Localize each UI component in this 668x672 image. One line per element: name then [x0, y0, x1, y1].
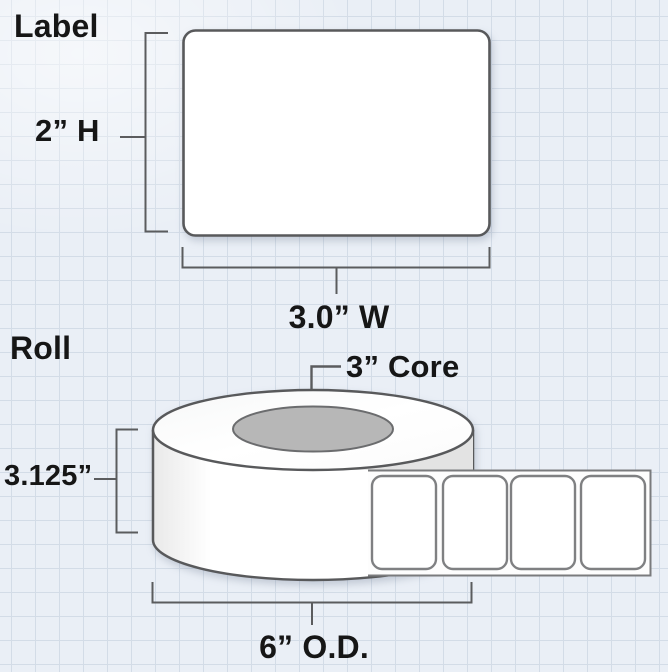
roll-width-bracket — [94, 428, 138, 534]
outer-diameter-bracket — [151, 582, 473, 625]
roll-side-shade — [313, 430, 473, 470]
roll-width-dimension: 3.125” — [4, 460, 93, 492]
label-width-dimension: 3.0” W — [288, 299, 390, 335]
label-width-bracket — [181, 247, 491, 294]
strip-sticker-3 — [509, 474, 577, 571]
roll-core — [232, 405, 394, 453]
strip-sticker-2 — [441, 474, 509, 571]
label-strip — [368, 469, 652, 577]
label-section-heading: Label — [14, 8, 99, 44]
label-height-dimension: 2” H — [35, 113, 100, 148]
label-shape — [182, 29, 491, 237]
strip-sticker-1 — [370, 474, 438, 571]
core-dimension: 3” Core — [346, 349, 460, 384]
roll-section-heading: Roll — [10, 330, 72, 366]
label-height-bracket — [120, 32, 168, 233]
outer-diameter-dimension: 6” O.D. — [259, 629, 369, 665]
strip-sticker-4 — [579, 474, 647, 571]
